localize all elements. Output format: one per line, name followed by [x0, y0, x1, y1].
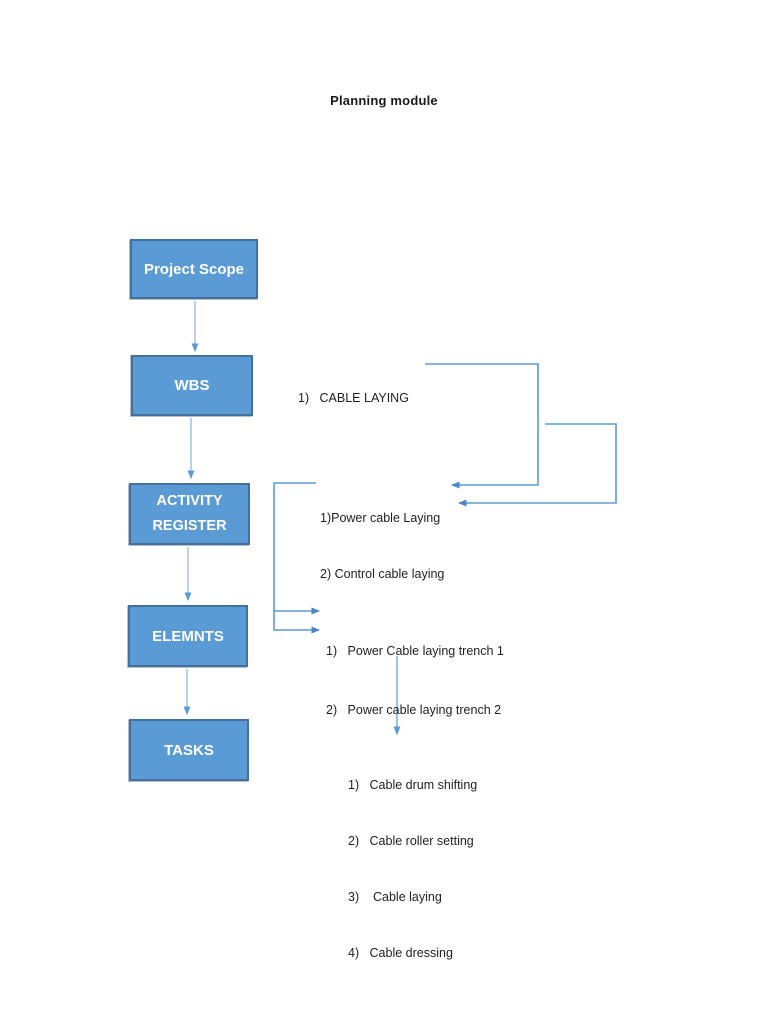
connector-cable-laying-to-power — [425, 363, 539, 489]
connector-power-to-trench-1 — [273, 482, 320, 615]
list-item: 2) Power cable laying trench 2 — [326, 702, 502, 717]
box-label: ELEMNTS — [152, 627, 224, 645]
box-label: ACTIVITY REGISTER — [152, 493, 227, 534]
list-item: 2) Control cable laying — [320, 566, 445, 581]
box-label: Project Scope — [143, 260, 245, 278]
elements-annotation-list: 1) Power Cable laying trench 1 2) Power … — [326, 603, 504, 759]
wbs-annotation-list: 1) CABLE LAYING — [298, 356, 409, 441]
box-wbs: WBS — [131, 355, 253, 416]
box-label: TASKS — [164, 741, 214, 759]
diagram-title: Planning module — [330, 93, 438, 108]
list-item: 1) Cable drum shifting — [348, 778, 478, 793]
list-item: 4) Cable dressing — [348, 945, 453, 960]
activity-annotation-list: 1)Power cable Laying 2) Control cable la… — [320, 472, 444, 620]
list-item: 3) Cable laying — [348, 889, 442, 904]
connector-branch-to-control — [458, 423, 617, 507]
list-item: 1) Power Cable laying trench 1 — [326, 644, 504, 658]
list-item: 2) Cable roller setting — [348, 833, 474, 848]
box-tasks: TASKS — [129, 719, 249, 781]
list-item: 1) CABLE LAYING — [298, 391, 409, 405]
box-elemnts: ELEMNTS — [128, 605, 248, 667]
connector-power-to-trench-2 — [273, 611, 320, 634]
tasks-annotation-list: 1) Cable drum shifting 2) Cable roller s… — [348, 739, 477, 999]
box-label: WBS — [174, 377, 210, 394]
box-project-scope: Project Scope — [130, 239, 258, 299]
box-activity-register: ACTIVITY REGISTER — [129, 483, 250, 545]
list-item: 1)Power cable Laying — [320, 511, 441, 525]
